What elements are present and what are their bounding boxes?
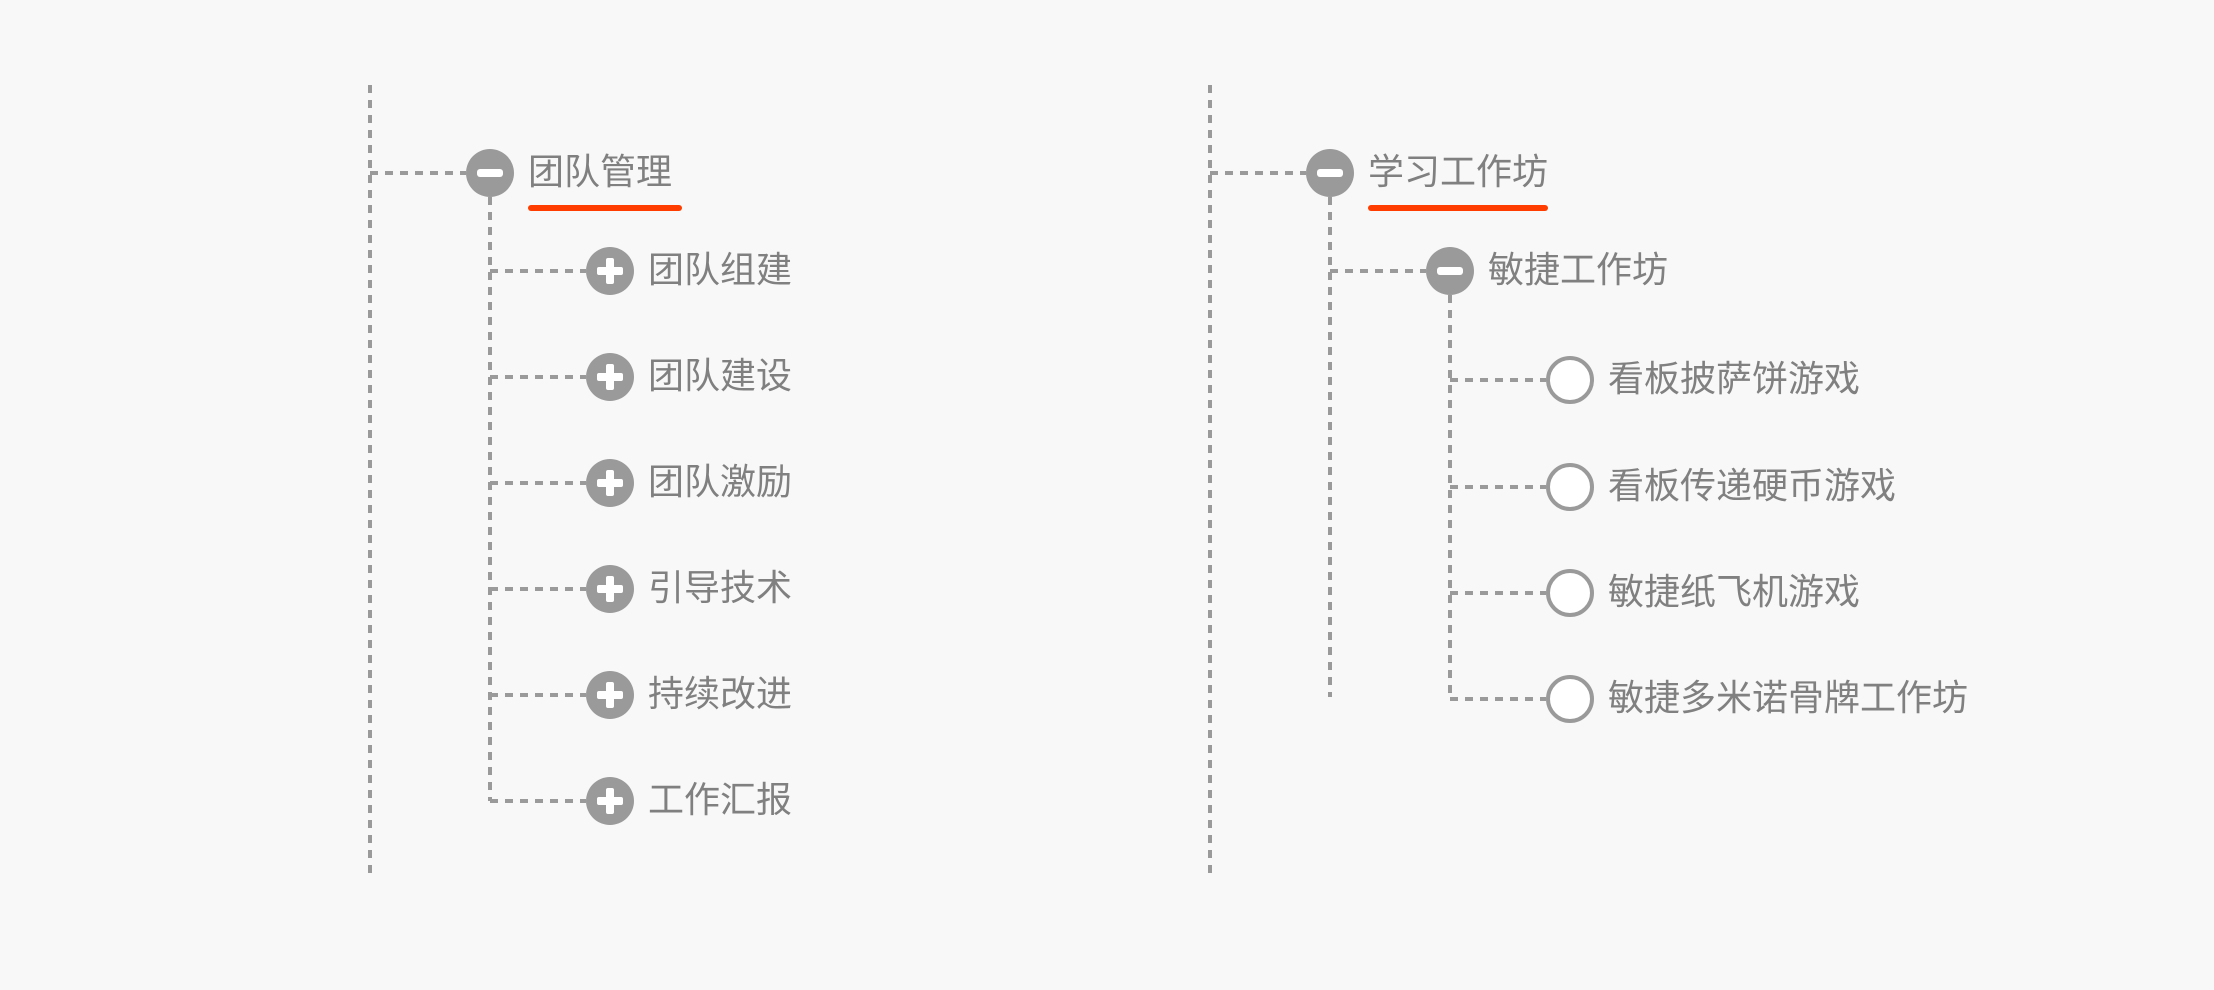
- collapse-minus-icon[interactable]: [1426, 247, 1474, 295]
- expand-plus-icon[interactable]: [586, 777, 634, 825]
- leaf-item-label[interactable]: 敏捷多米诺骨牌工作坊: [1608, 678, 1969, 719]
- expand-plus-icon[interactable]: [586, 247, 634, 295]
- expand-plus-icon[interactable]: [586, 459, 634, 507]
- tree-item-label[interactable]: 工作汇报: [648, 780, 793, 821]
- collapse-minus-icon[interactable]: [1306, 149, 1354, 197]
- expand-plus-icon[interactable]: [586, 671, 634, 719]
- active-underline: [528, 205, 682, 211]
- leaf-item-label[interactable]: 看板传递硬币游戏: [1608, 466, 1897, 507]
- expand-plus-icon[interactable]: [586, 565, 634, 613]
- leaf-item-label[interactable]: 看板披萨饼游戏: [1608, 359, 1861, 400]
- tree-item-label[interactable]: 持续改进: [648, 674, 793, 715]
- root-label-learning-workshop[interactable]: 学习工作坊: [1368, 152, 1549, 193]
- expand-plus-icon[interactable]: [586, 353, 634, 401]
- tree-item-label[interactable]: 敏捷工作坊: [1488, 250, 1669, 291]
- collapse-minus-icon[interactable]: [466, 149, 514, 197]
- root-label-team-management[interactable]: 团队管理: [528, 152, 673, 193]
- empty-circle-icon[interactable]: [1546, 569, 1594, 617]
- tree-item-label[interactable]: 团队建设: [648, 356, 793, 397]
- tree-item-label[interactable]: 团队激励: [648, 462, 793, 503]
- active-underline: [1368, 205, 1548, 211]
- tree-item-label[interactable]: 团队组建: [648, 250, 793, 291]
- empty-circle-icon[interactable]: [1546, 356, 1594, 404]
- empty-circle-icon[interactable]: [1546, 675, 1594, 723]
- leaf-item-label[interactable]: 敏捷纸飞机游戏: [1608, 572, 1861, 613]
- empty-circle-icon[interactable]: [1546, 463, 1594, 511]
- tree-item-label[interactable]: 引导技术: [648, 568, 793, 609]
